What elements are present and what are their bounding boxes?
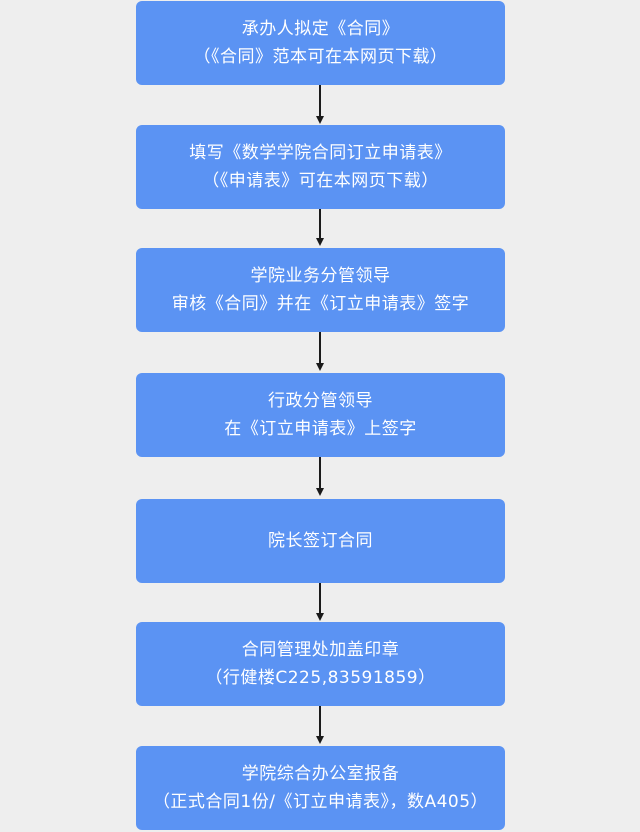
step-1-note: （《合同》范本可在本网页下载） (193, 47, 448, 67)
arrow-1-line (319, 85, 321, 117)
step-5-title: 院长签订合同 (268, 531, 373, 551)
arrow-5-line (319, 583, 321, 614)
step-2-title: 填写《数学学院合同订立申请表》 (189, 143, 452, 163)
step-7-title: 学院综合办公室报备 (241, 764, 400, 784)
step-3-business-leader-review: 学院业务分管领导 审核《合同》并在《订立申请表》签字 (136, 248, 505, 332)
arrow-6-head-icon (316, 736, 324, 744)
arrow-5-head-icon (316, 613, 324, 621)
arrow-2-line (319, 209, 321, 239)
step-4-title: 行政分管领导 (268, 391, 373, 411)
step-1-draft-contract: 承办人拟定《合同》 （《合同》范本可在本网页下载） (136, 1, 505, 85)
step-2-fill-application: 填写《数学学院合同订立申请表》 （《申请表》可在本网页下载） (136, 125, 505, 209)
step-6-note: （行健楼C225,83591859） (205, 668, 436, 688)
step-6-contract-office-seal: 合同管理处加盖印章 （行健楼C225,83591859） (136, 622, 505, 706)
arrow-3-line (319, 332, 321, 364)
step-3-note: 审核《合同》并在《订立申请表》签字 (171, 294, 470, 314)
arrow-4-line (319, 457, 321, 489)
step-7-general-office-filing: 学院综合办公室报备 （正式合同1份/《订立申请表》，数A405） (136, 746, 505, 830)
step-5-dean-signs: 院长签订合同 (136, 499, 505, 583)
arrow-2-head-icon (316, 238, 324, 246)
step-7-note: （正式合同1份/《订立申请表》，数A405） (152, 792, 489, 812)
arrow-6-line (319, 706, 321, 737)
step-4-note: 在《订立申请表》上签字 (224, 419, 417, 439)
step-3-title: 学院业务分管领导 (250, 266, 391, 286)
arrow-3-head-icon (316, 363, 324, 371)
step-1-title: 承办人拟定《合同》 (241, 19, 400, 39)
step-4-admin-leader-sign: 行政分管领导 在《订立申请表》上签字 (136, 373, 505, 457)
step-2-note: （《申请表》可在本网页下载） (202, 171, 439, 191)
arrow-1-head-icon (316, 116, 324, 124)
step-6-title: 合同管理处加盖印章 (241, 640, 400, 660)
arrow-4-head-icon (316, 488, 324, 496)
